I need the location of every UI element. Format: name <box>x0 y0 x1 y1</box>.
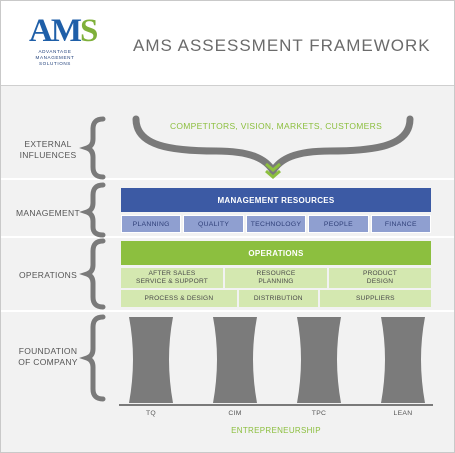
header: AMS ADVANTAGE MANAGEMENT SOLUTIONS AMS A… <box>1 1 454 86</box>
management-items: PLANNING QUALITY TECHNOLOGY PEOPLE FINAN… <box>121 215 432 233</box>
double-chevron-icon <box>265 162 281 172</box>
management-resources-bar: MANAGEMENT RESOURCES <box>121 188 431 212</box>
operations-row-2: PROCESS & DESIGN DISTRIBUTION SUPPLIERS <box>121 290 431 307</box>
label-operations: OPERATIONS <box>18 270 78 280</box>
logo-line-1: ADVANTAGE <box>38 49 72 54</box>
label-management: MANAGEMENT <box>16 208 80 218</box>
operations-item-suppliers: SUPPLIERS <box>319 290 431 307</box>
management-item-technology: TECHNOLOGY <box>245 215 307 233</box>
external-influences-text: COMPETITORS, VISION, MARKETS, CUSTOMERS <box>169 121 383 131</box>
pillar-lean <box>381 317 425 403</box>
pillar-tq <box>129 317 173 403</box>
logo-line-2: MANAGEMENT <box>35 55 75 60</box>
entrepreneurship-label: ENTREPRENEURSHIP <box>231 426 321 435</box>
bracket-foundation <box>79 314 106 402</box>
management-item-people: PEOPLE <box>308 215 369 233</box>
operations-item-process-design: PROCESS & DESIGN <box>121 290 237 307</box>
pillar-label-lean: LEAN <box>393 410 413 417</box>
pillar-label-tpc: TPC <box>311 410 327 417</box>
logo-mark: AMS <box>29 13 98 49</box>
logo-line-3: SOLUTIONS <box>39 61 71 66</box>
management-item-quality: QUALITY <box>183 215 244 233</box>
pillar-label-tq: TQ <box>145 410 157 417</box>
pillar-tpc <box>297 317 341 403</box>
management-item-finance: FINANCE <box>370 215 432 233</box>
management-item-planning: PLANNING <box>121 215 182 233</box>
operations-item-product-design: PRODUCT DESIGN <box>329 268 431 288</box>
label-external-influences: EXTERNAL INFLUENCES <box>19 139 77 160</box>
logo-mark-main: AM <box>29 13 82 49</box>
pillar-label-cim: CIM <box>228 410 242 417</box>
label-foundation: FOUNDATION OF COMPANY <box>18 346 78 367</box>
logo-mark-accent: S <box>79 13 98 49</box>
bracket-external <box>79 116 106 180</box>
operations-item-resource-planning: RESOURCE PLANNING <box>225 268 327 288</box>
ams-logo: AMS ADVANTAGE MANAGEMENT SOLUTIONS <box>29 13 98 75</box>
operations-item-distribution: DISTRIBUTION <box>238 290 318 307</box>
bracket-operations <box>79 238 106 310</box>
bracket-management <box>79 182 106 238</box>
diagram-title: AMS ASSESSMENT FRAMEWORK <box>133 36 431 55</box>
pillar-cim <box>213 317 257 403</box>
operations-bar: OPERATIONS <box>121 241 431 265</box>
double-chevron-icon-lower <box>265 169 281 179</box>
operations-row-1: AFTER SALES SERVICE & SUPPORT RESOURCE P… <box>121 268 431 288</box>
operations-item-after-sales: AFTER SALES SERVICE & SUPPORT <box>121 268 223 288</box>
